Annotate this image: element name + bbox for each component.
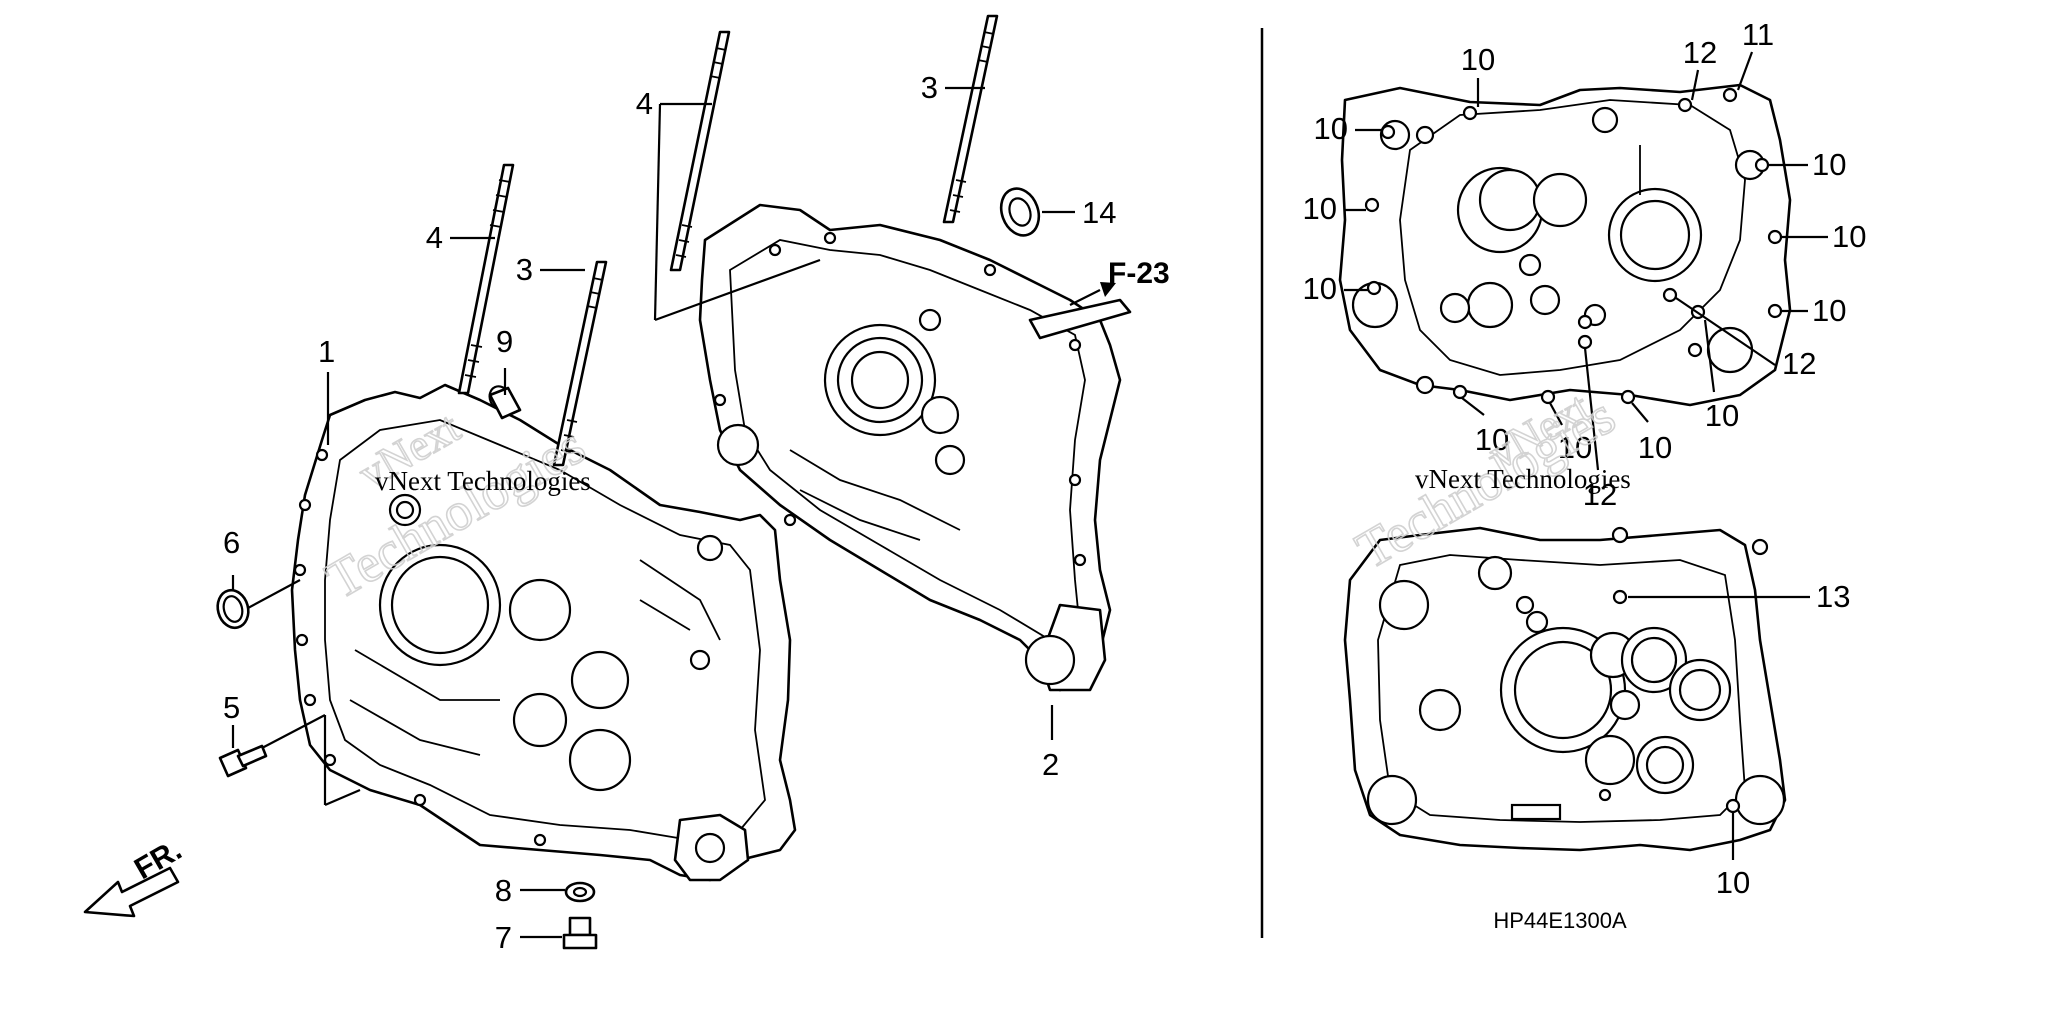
callout-10-g: 10 bbox=[1812, 293, 1846, 328]
callout-10-k: 10 bbox=[1638, 430, 1672, 465]
callout-12-a: 12 bbox=[1683, 35, 1717, 70]
stud-bolt-4-right bbox=[669, 30, 731, 272]
callout-4-left: 4 bbox=[426, 220, 443, 255]
callout-10-f: 10 bbox=[1832, 219, 1866, 254]
front-direction-label: FR. bbox=[129, 833, 187, 886]
callout-3-right: 3 bbox=[921, 70, 938, 105]
stud-bolt-3-left bbox=[552, 260, 608, 467]
callout-12-c: 12 bbox=[1583, 477, 1617, 512]
reference-arrow bbox=[1069, 282, 1116, 306]
drain-bolt-7 bbox=[562, 916, 598, 950]
callout-10-j: 10 bbox=[1558, 430, 1592, 465]
callout-10-i: 10 bbox=[1475, 422, 1509, 457]
callout-4-right: 4 bbox=[636, 86, 653, 121]
crankcase-top-view bbox=[1338, 83, 1792, 407]
watermark-text-right: vNext Technologies bbox=[1415, 464, 1631, 494]
callout-6: 6 bbox=[223, 525, 240, 560]
callout-2: 2 bbox=[1042, 747, 1059, 782]
callout-11: 11 bbox=[1742, 17, 1774, 52]
washer-8 bbox=[564, 881, 596, 903]
callout-1: 1 bbox=[318, 334, 335, 369]
callout-8: 8 bbox=[495, 873, 512, 908]
crankcase-bottom-view bbox=[1343, 526, 1787, 852]
callout-5: 5 bbox=[223, 690, 240, 725]
left-leader-lines bbox=[231, 86, 1075, 939]
callout-9: 9 bbox=[496, 324, 513, 359]
right-crankcase-part-2 bbox=[698, 203, 1132, 692]
callout-10-m: 10 bbox=[1716, 865, 1750, 900]
callout-7: 7 bbox=[495, 920, 512, 955]
callout-3-left: 3 bbox=[516, 252, 533, 287]
dowel-pin-9 bbox=[488, 385, 522, 420]
bolt-5 bbox=[218, 744, 268, 778]
stud-bolt-4-left bbox=[457, 163, 515, 395]
stud-bolt-3-right bbox=[942, 14, 999, 224]
callout-12-b: 12 bbox=[1782, 346, 1816, 381]
callout-10-a: 10 bbox=[1314, 111, 1348, 146]
callout-10-b: 10 bbox=[1303, 191, 1337, 226]
callout-10-h: 10 bbox=[1705, 398, 1739, 433]
watermark-text-left: vNext Technologies bbox=[375, 466, 591, 496]
front-direction-arrow-icon: FR. bbox=[83, 833, 187, 918]
callout-14: 14 bbox=[1082, 195, 1116, 230]
oil-seal-14 bbox=[999, 187, 1041, 237]
reference-label: F-23 bbox=[1108, 257, 1170, 290]
diagram-code: HP44E1300A bbox=[1493, 908, 1627, 933]
callout-10-e: 10 bbox=[1812, 147, 1846, 182]
callout-10-d: 10 bbox=[1461, 42, 1495, 77]
left-crankcase-part-1 bbox=[290, 383, 797, 882]
right-leader-lines bbox=[1344, 51, 1828, 860]
callout-10-c: 10 bbox=[1303, 271, 1337, 306]
callout-13: 13 bbox=[1816, 579, 1850, 614]
